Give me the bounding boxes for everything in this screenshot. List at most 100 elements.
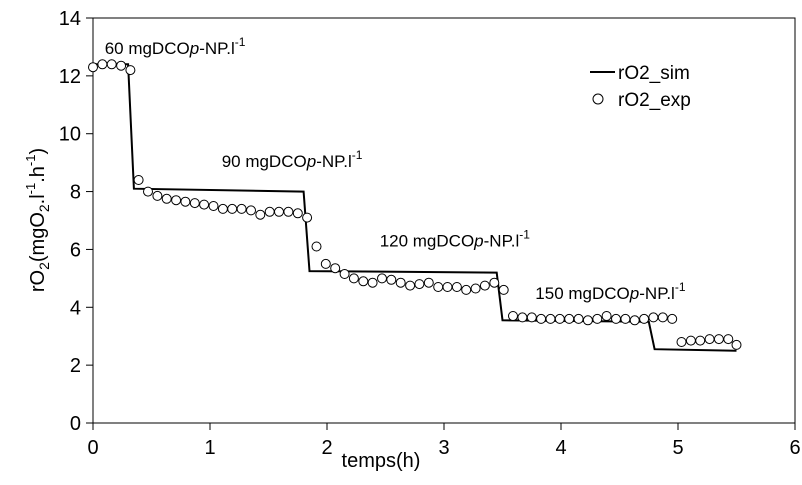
legend-marker-exp: [592, 93, 604, 105]
data-point-exp: [461, 284, 472, 295]
data-point-exp: [246, 205, 256, 216]
data-point-exp: [564, 313, 575, 324]
data-point-exp: [395, 277, 406, 288]
data-point-exp: [292, 208, 303, 219]
data-point-exp: [405, 280, 416, 291]
data-point-exp: [657, 312, 668, 323]
y-tick-label: 14: [59, 8, 81, 30]
series-line-sim: [93, 63, 737, 352]
annotation-phase-150: 150 mgDCOp-NP.l-1: [535, 280, 686, 303]
data-point-exp: [442, 282, 453, 292]
legend-label-sim: rO2_sim: [618, 63, 690, 84]
data-point-exp: [545, 313, 556, 324]
data-point-exp: [620, 313, 631, 324]
legend: rO2_sim rO2_exp: [590, 63, 691, 111]
data-point-exp: [731, 339, 742, 350]
data-point-exp: [554, 313, 565, 324]
data-point-exp: [161, 193, 172, 204]
data-point-exp: [685, 335, 696, 346]
data-point-exp: [367, 277, 378, 288]
annotation-phase-90: 90 mgDCOp-NP.l-1: [222, 148, 363, 171]
data-point-exp: [639, 313, 650, 324]
x-tick-label: 3: [438, 437, 449, 459]
data-point-exp: [208, 201, 219, 211]
data-point-exp: [133, 175, 144, 185]
data-point-exp: [573, 313, 584, 324]
data-point-exp: [255, 209, 266, 220]
x-tick-label: 2: [321, 437, 332, 459]
data-point-exp: [180, 196, 191, 207]
data-point-exp: [601, 311, 612, 321]
data-point-exp: [695, 335, 706, 346]
data-point-exp: [330, 263, 341, 274]
data-point-exp: [302, 212, 313, 223]
y-axis-title: rO2(mgO2.l-1.h-1): [23, 148, 52, 292]
series-layer: [88, 59, 742, 352]
y-tick-label: 6: [70, 239, 81, 261]
data-point-exp: [536, 313, 547, 324]
data-point-exp: [339, 269, 350, 279]
y-tick-label: 2: [70, 355, 81, 377]
data-point-exp: [199, 199, 210, 210]
data-point-exp: [582, 315, 593, 326]
data-point-exp: [320, 258, 331, 269]
data-point-exp: [676, 337, 687, 347]
data-point-exp: [508, 311, 518, 321]
y-tick-label: 0: [70, 413, 81, 435]
data-point-exp: [723, 334, 734, 345]
annotations: 60 mgDCOp-NP.l-1 90 mgDCOp-NP.l-1 120 mgDC…: [105, 35, 686, 303]
x-tick-label: 1: [204, 437, 215, 459]
x-axis: 0 1 2 3 4 5 6: [87, 423, 801, 459]
data-point-exp: [423, 277, 434, 288]
data-point-exp: [217, 203, 228, 214]
x-tick-label: 4: [555, 437, 566, 459]
data-point-exp: [629, 315, 640, 326]
x-tick-label: 0: [87, 437, 98, 459]
data-point-exp: [348, 273, 359, 284]
data-point-exp: [116, 60, 127, 71]
data-point-exp: [386, 274, 397, 285]
data-point-exp: [88, 62, 98, 73]
data-point-exp: [479, 280, 490, 291]
data-point-exp: [611, 313, 621, 324]
y-tick-label: 4: [70, 297, 81, 319]
data-point-exp: [358, 276, 369, 287]
data-point-exp: [227, 203, 238, 214]
data-point-exp: [283, 206, 294, 217]
x-axis-title: temps(h): [342, 450, 421, 472]
legend-label-exp: rO2_exp: [618, 90, 691, 111]
data-point-exp: [377, 273, 387, 284]
data-point-exp: [433, 282, 444, 292]
data-point-exp: [189, 198, 200, 209]
data-point-exp: [667, 313, 678, 324]
data-point-exp: [648, 312, 659, 323]
data-point-exp: [713, 334, 724, 345]
data-point-exp: [470, 283, 481, 294]
data-point-exp: [97, 59, 108, 70]
data-point-exp: [125, 65, 136, 76]
data-point-exp: [592, 313, 603, 324]
y-tick-label: 10: [59, 124, 81, 146]
y-axis: 0 2 4 6 8 10 12 14: [59, 8, 93, 435]
data-point-exp: [274, 206, 284, 217]
data-point-exp: [517, 312, 528, 323]
data-point-exp: [236, 203, 247, 214]
data-point-exp: [264, 206, 275, 217]
data-point-exp: [414, 279, 425, 290]
data-point-exp: [526, 312, 537, 323]
annotation-phase-120: 120 mgDCOp-NP.l-1: [380, 228, 531, 251]
data-point-exp: [106, 59, 117, 70]
x-tick-label: 6: [789, 437, 800, 459]
data-point-exp: [143, 186, 153, 197]
data-point-exp: [152, 190, 163, 201]
y-tick-label: 12: [59, 66, 81, 88]
data-point-exp: [489, 277, 500, 288]
annotation-phase-60: 60 mgDCOp-NP.l-1: [105, 35, 246, 58]
data-point-exp: [704, 334, 715, 345]
data-point-exp: [451, 282, 462, 292]
data-point-exp: [311, 241, 322, 252]
y-tick-label: 8: [70, 182, 81, 204]
data-point-exp: [498, 284, 509, 295]
x-tick-label: 5: [672, 437, 683, 459]
